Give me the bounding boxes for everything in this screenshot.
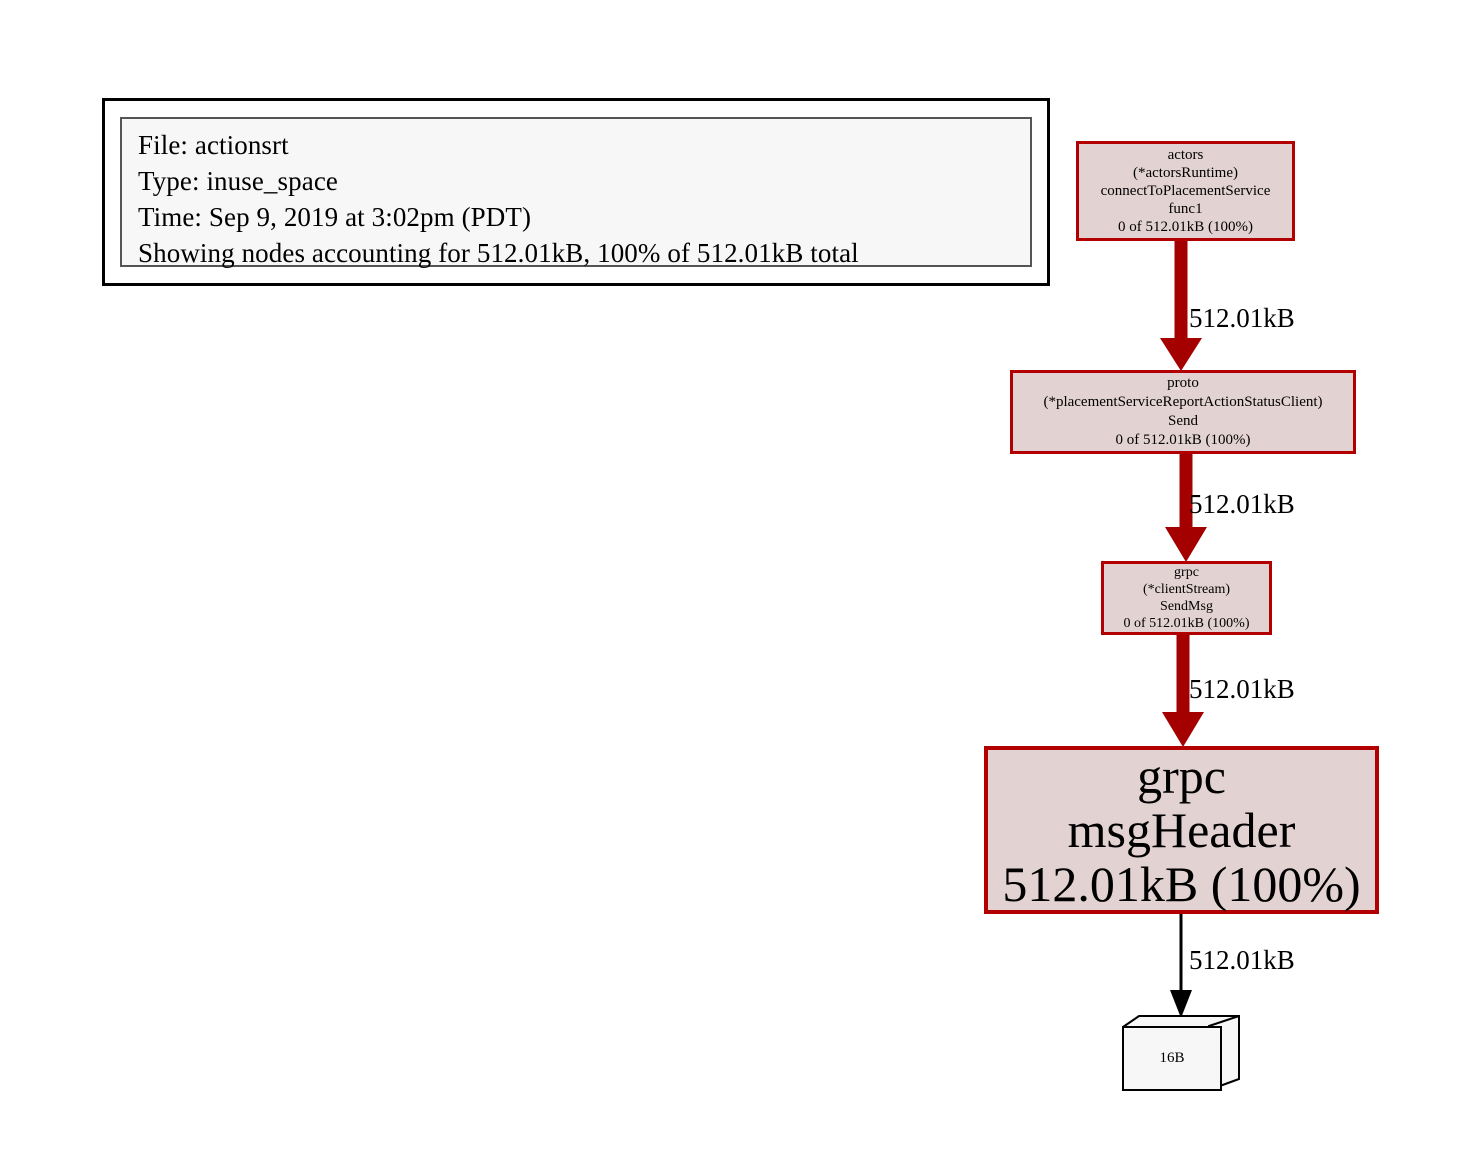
node-line: 16B — [1159, 1050, 1185, 1066]
node-line: Send — [1168, 413, 1198, 429]
legend-box: File: actionsrt Type: inuse_space Time: … — [102, 98, 1050, 286]
node-line: actors — [1167, 147, 1204, 163]
node-line: (*clientStream) — [1142, 582, 1231, 597]
graph-node-actors[interactable]: actors (*actorsRuntime) connectToPlaceme… — [1076, 141, 1295, 241]
node-line: SendMsg — [1160, 599, 1213, 614]
box-front-face: 16B — [1122, 1026, 1222, 1091]
node-line: 0 of 512.01kB (100%) — [1115, 432, 1251, 448]
legend-line-time: Time: Sep 9, 2019 at 3:02pm (PDT) — [138, 202, 532, 232]
edge-label-clientstream-to-msgheader: 512.01kB — [1189, 674, 1295, 704]
node-line: grpc — [1174, 565, 1199, 580]
node-line: msgHeader — [1067, 802, 1296, 858]
legend-line-file: File: actionsrt — [138, 130, 289, 160]
legend-inner-box: File: actionsrt Type: inuse_space Time: … — [120, 117, 1032, 268]
node-line: (*actorsRuntime) — [1133, 165, 1238, 181]
node-line: 0 of 512.01kB (100%) — [1118, 219, 1253, 235]
edge-label-proto-to-clientstream: 512.01kB — [1189, 489, 1295, 519]
graph-node-leaf-3dbox[interactable]: 16B — [1122, 1015, 1240, 1091]
node-line: 0 of 512.01kB (100%) — [1123, 616, 1250, 631]
node-line: proto — [1167, 375, 1199, 391]
graph-node-clientstream[interactable]: grpc (*clientStream) SendMsg 0 of 512.01… — [1101, 561, 1272, 635]
graph-node-msgheader[interactable]: grpc msgHeader 512.01kB (100%) — [984, 746, 1379, 914]
node-line: connectToPlacementService — [1100, 183, 1271, 199]
edge-label-msgheader-to-leaf: 512.01kB — [1189, 945, 1295, 975]
legend-line-type: Type: inuse_space — [138, 166, 338, 196]
node-line: grpc — [1137, 748, 1226, 804]
node-line: 512.01kB (100%) — [1002, 856, 1361, 912]
graph-node-proto[interactable]: proto (*placementServiceReportActionStat… — [1010, 370, 1356, 454]
node-line: func1 — [1168, 201, 1203, 217]
edge-label-actors-to-proto: 512.01kB — [1189, 303, 1295, 333]
node-line: (*placementServiceReportActionStatusClie… — [1043, 394, 1323, 410]
legend-line-showing: Showing nodes accounting for 512.01kB, 1… — [138, 238, 859, 268]
